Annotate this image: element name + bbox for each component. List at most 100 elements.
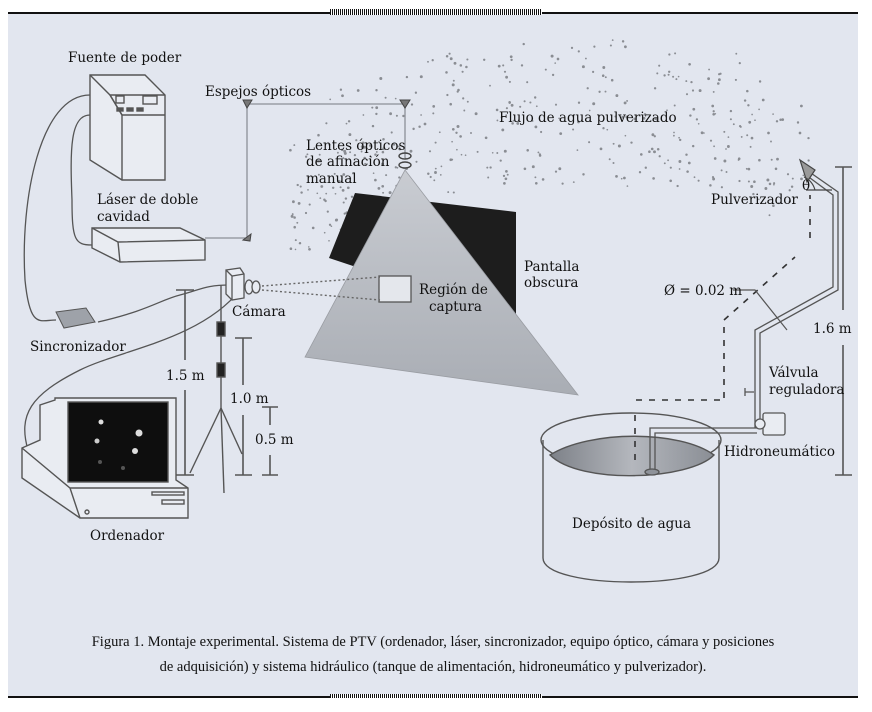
spray-particle: [554, 62, 557, 64]
spray-particle: [516, 121, 520, 125]
spray-particle: [466, 58, 469, 61]
spray-particle: [455, 131, 458, 134]
spray-particle: [770, 158, 773, 161]
spray-particle: [445, 54, 449, 58]
spray-particle: [726, 145, 730, 148]
spray-particle: [656, 147, 660, 151]
spray-particle: [364, 162, 367, 166]
computer: [21, 397, 189, 519]
spray-particle: [446, 93, 449, 97]
spray-particle: [667, 159, 670, 162]
spray-particle: [667, 73, 670, 76]
spray-particle: [614, 115, 617, 118]
spray-particle: [734, 78, 737, 81]
spray-particle: [377, 187, 381, 190]
spray-particle: [676, 184, 679, 188]
spray-particle: [293, 216, 296, 219]
spray-particle: [651, 133, 655, 137]
spray-particle: [342, 201, 345, 204]
spray-particle: [371, 106, 374, 109]
spray-particle: [317, 159, 320, 163]
spray-particle: [361, 141, 365, 145]
spray-particle: [336, 151, 339, 154]
spray-particle: [299, 185, 302, 188]
spray-particle: [764, 187, 768, 190]
spray-particle: [693, 176, 696, 179]
spray-particle: [757, 198, 760, 201]
spray-particle: [375, 106, 379, 110]
spray-particle: [452, 191, 455, 194]
spray-particle: [674, 52, 677, 55]
spray-particle: [712, 90, 715, 93]
spray-particle: [332, 186, 335, 189]
spray-particle: [501, 128, 505, 132]
spray-particle: [748, 120, 752, 124]
spray-particle: [405, 75, 409, 79]
spray-particle: [753, 180, 756, 184]
spray-particle: [663, 162, 666, 165]
spray-particle: [723, 130, 726, 133]
spray-particle: [296, 183, 299, 187]
spray-particle: [630, 141, 633, 144]
spray-particle: [658, 155, 661, 158]
laser-sheet: [304, 169, 579, 396]
spray-particle: [658, 64, 661, 67]
spray-particle: [743, 99, 747, 102]
spray-particle: [384, 96, 387, 99]
spray-particle: [738, 62, 741, 65]
spray-particle: [767, 131, 770, 135]
spray-particle: [396, 166, 399, 169]
cables: [23, 94, 241, 451]
label-power-supply: Fuente de poder: [68, 50, 182, 66]
camera-tripod: [189, 285, 243, 494]
spray-particle: [611, 39, 614, 41]
spray-particle: [668, 70, 671, 73]
spray-particle: [572, 181, 575, 184]
spray-particle: [615, 94, 619, 98]
spray-particle: [526, 81, 529, 84]
spray-particle: [717, 82, 720, 85]
spray-particle: [429, 175, 432, 179]
spray-particle: [624, 45, 627, 49]
spray-particle: [798, 131, 802, 135]
spray-particle: [466, 100, 469, 103]
spray-particle: [398, 145, 400, 148]
spray-particle: [758, 158, 761, 162]
spray-particle: [349, 151, 352, 154]
double-cavity-laser: [91, 227, 206, 263]
spray-particle: [342, 157, 345, 160]
label-lenses-2: de afinación: [306, 154, 390, 170]
spray-particle: [581, 65, 585, 69]
spray-particle: [459, 135, 462, 138]
spray-particle: [534, 176, 537, 179]
spray-particle: [379, 77, 383, 80]
spray-particle: [415, 160, 418, 163]
spray-particle: [712, 110, 715, 113]
spray-particle: [368, 144, 372, 147]
spray-particle: [692, 107, 696, 111]
spray-particle: [653, 135, 656, 138]
spray-particle: [339, 88, 343, 91]
spray-particle: [534, 125, 538, 129]
synchronizer: [55, 307, 96, 329]
spray-particle: [418, 125, 421, 128]
spray-particle: [533, 96, 537, 99]
spray-particle: [339, 186, 342, 189]
spray-particle: [621, 40, 625, 43]
label-sprayer: Pulverizador: [711, 192, 798, 208]
spray-particle: [652, 177, 655, 180]
spray-particle: [807, 159, 810, 162]
spray-particle: [402, 114, 405, 118]
spray-particle: [452, 79, 455, 82]
spray-particle: [381, 184, 385, 188]
spray-particle: [419, 75, 423, 79]
spray-particle: [639, 153, 643, 156]
spray-particle: [328, 143, 331, 146]
spray-particle: [556, 57, 560, 61]
spray-particle: [348, 133, 352, 137]
spray-particle: [510, 103, 514, 107]
spray-particle: [786, 173, 790, 176]
spray-particle: [463, 109, 466, 112]
spray-particle: [697, 122, 700, 125]
spray-particle: [496, 152, 499, 154]
